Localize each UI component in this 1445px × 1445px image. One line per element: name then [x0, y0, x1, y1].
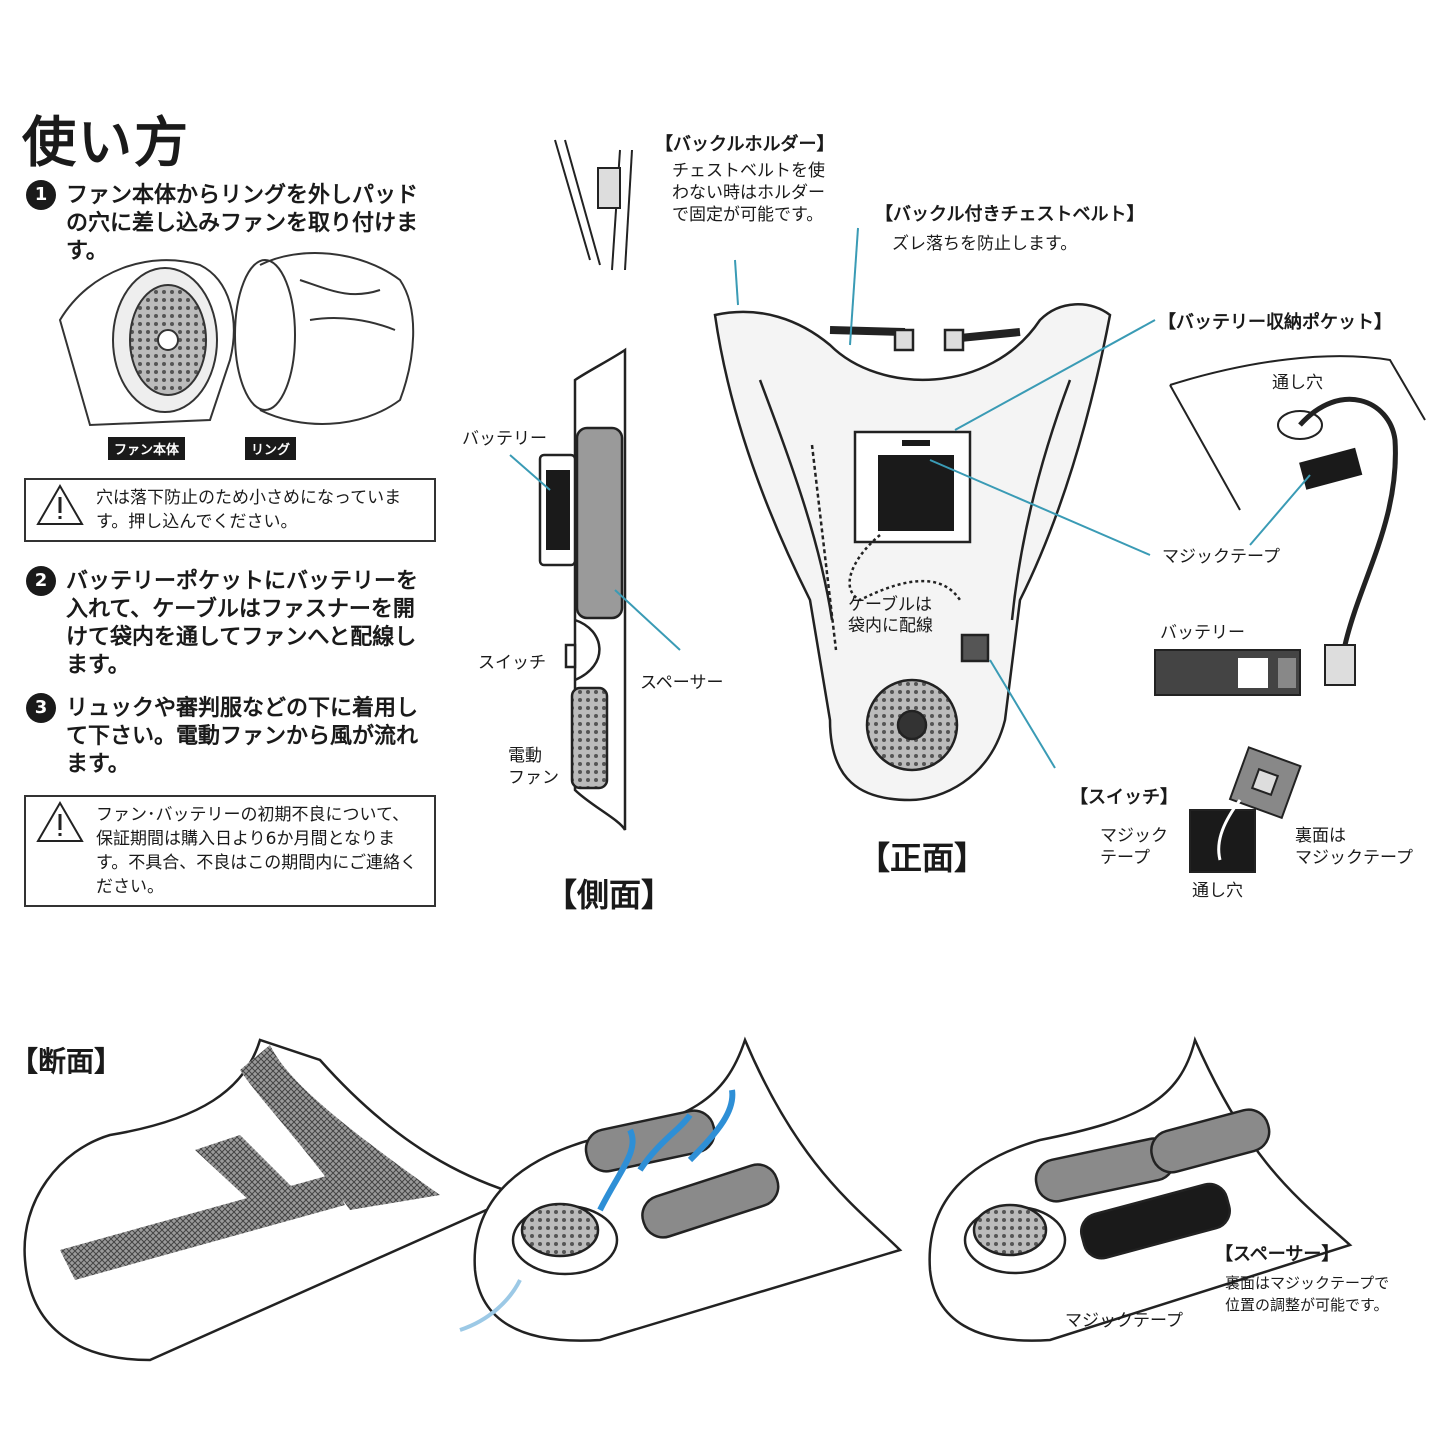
- step-2: 2 バッテリーポケットにバッテリーを入れて、ケーブルはファスナーを開けて袋内を通…: [26, 566, 426, 680]
- step-text: バッテリーポケットにバッテリーを入れて、ケーブルはファスナーを開けて袋内を通して…: [66, 569, 419, 678]
- section-caption: 【断面】: [10, 1045, 123, 1078]
- cross-section-t-mesh: [23, 1038, 524, 1362]
- step-3: 3 リュックや審判服などの下に着用して下さい。電動ファンから風が流れます。: [26, 693, 426, 779]
- through-hole-label: 通し穴: [1272, 373, 1323, 393]
- page-title: 使い方: [22, 111, 190, 174]
- section-spacer-note-1: 裏面はマジックテープで: [1225, 1274, 1390, 1292]
- step-number: 1: [26, 180, 56, 210]
- side-battery-label: バッテリー: [462, 429, 547, 449]
- fan-body-illustration: [58, 259, 235, 427]
- battery-pack-illustration: [1154, 649, 1301, 696]
- buckle-holder-label: 【バックルホルダー】: [655, 134, 835, 155]
- section-spacer-label: 【スペーサー】: [1215, 1244, 1340, 1265]
- switch-detail: [1189, 746, 1302, 873]
- warning-text: ファン･バッテリーの初期不良について、保証期間は購入日より6か月間となります。不…: [96, 805, 417, 897]
- buckle-holder-note-1: チェストベルトを使: [672, 161, 825, 181]
- side-fan-label-1: 電動: [508, 746, 542, 766]
- section-spacer-note-2: 位置の調整が可能です。: [1225, 1296, 1389, 1314]
- ring-tag: リング: [245, 437, 297, 460]
- front-view-illustration: [713, 303, 1112, 802]
- switch-back-2: マジックテープ: [1295, 848, 1413, 868]
- side-view-caption: 【側面】: [545, 876, 674, 914]
- step-text: リュックや審判服などの下に着用して下さい。電動ファンから風が流れます。: [66, 696, 419, 777]
- step-number: 2: [26, 566, 56, 596]
- switch-magic-1: マジック: [1100, 826, 1168, 846]
- warning-icon: [36, 484, 84, 525]
- front-view-caption: 【正面】: [858, 839, 987, 877]
- step-1: 1 ファン本体からリングを外しパッドの穴に差し込みファンを取り付けます。: [26, 180, 426, 266]
- switch-label: 【スイッチ】: [1070, 787, 1178, 808]
- battery-pocket-detail: [1169, 355, 1426, 686]
- switch-hole-label: 通し穴: [1192, 881, 1243, 901]
- switch-magic-2: テープ: [1100, 848, 1150, 868]
- battery-pocket-label: 【バッテリー収納ポケット】: [1158, 312, 1392, 333]
- chest-belt-note: ズレ落ちを防止します。: [892, 234, 1078, 254]
- ring-illustration: [234, 252, 415, 425]
- cross-section-spacer: [928, 1036, 1353, 1342]
- warning-box-2: ファン･バッテリーの初期不良について、保証期間は購入日より6か月間となります。不…: [24, 795, 436, 907]
- warning-text: 穴は落下防止のため小さめになっています。押し込んでください。: [96, 488, 402, 532]
- side-view-illustration: [538, 347, 627, 831]
- warning-icon: [36, 801, 84, 842]
- step-number: 3: [26, 693, 56, 723]
- warning-box-1: 穴は落下防止のため小さめになっています。押し込んでください。: [24, 478, 436, 542]
- step-text: ファン本体からリングを外しパッドの穴に差し込みファンを取り付けます。: [66, 183, 419, 264]
- cable-note-2: 袋内に配線: [848, 616, 933, 636]
- battery-label: バッテリー: [1160, 623, 1245, 643]
- cross-section-airflow: [459, 1036, 903, 1342]
- buckle-holder-note-2: わない時はホルダー: [672, 183, 825, 203]
- section-magic-tape-label: マジックテープ: [1065, 1311, 1183, 1331]
- side-spacer-label: スペーサー: [640, 673, 724, 693]
- side-fan-label-2: ファン: [508, 768, 559, 788]
- side-switch-label: スイッチ: [478, 653, 546, 673]
- cable-note-1: ケーブルは: [848, 595, 932, 615]
- switch-back-1: 裏面は: [1295, 826, 1346, 846]
- chest-belt-label: 【バックル付きチェストベルト】: [875, 204, 1145, 225]
- fan-body-tag: ファン本体: [108, 437, 186, 460]
- buckle-holder-note-3: で固定が可能です。: [672, 205, 824, 225]
- magic-tape-label: マジックテープ: [1162, 547, 1280, 567]
- buckle-holder-sketch: [554, 139, 633, 271]
